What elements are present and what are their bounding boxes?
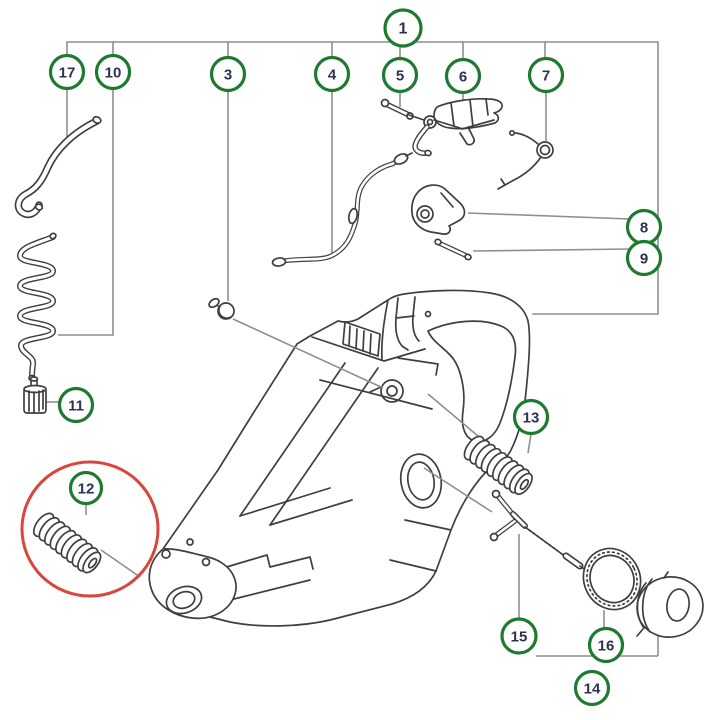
callout-16[interactable]: 16 xyxy=(587,626,625,664)
callout-4-ring xyxy=(313,55,351,93)
callout-7-ring xyxy=(527,56,565,94)
grommet-sketch xyxy=(208,297,235,320)
callout-16-ring xyxy=(587,626,625,664)
callout-14-number: 14 xyxy=(584,681,601,698)
interlock-lever-sketch xyxy=(410,184,466,235)
callout-1-number: 1 xyxy=(399,21,408,38)
fuel-cap-sketch xyxy=(636,571,704,638)
trigger-assembly-sketch xyxy=(412,98,503,157)
callout-1[interactable]: 1 xyxy=(383,8,423,48)
callout-15-number: 15 xyxy=(511,629,528,646)
callout-15-ring xyxy=(500,617,538,655)
callout-6[interactable]: 6 xyxy=(444,57,482,95)
callout-1-ring xyxy=(383,8,423,48)
rod-sketch xyxy=(380,98,425,121)
callout-9-ring xyxy=(625,239,663,277)
callout-7-number: 7 xyxy=(542,68,550,85)
callout-6-number: 6 xyxy=(459,69,467,86)
callout-3-ring xyxy=(209,55,247,93)
fuel-tank-body-sketch xyxy=(148,289,531,627)
spring-12-sketch xyxy=(32,512,102,574)
callout-10-ring xyxy=(94,53,132,91)
callout-13[interactable]: 13 xyxy=(512,398,550,436)
callout-14[interactable]: 14 xyxy=(573,669,611,707)
callout-5[interactable]: 5 xyxy=(381,56,419,94)
callout-8-number: 8 xyxy=(640,220,648,237)
fuel-filter-sketch xyxy=(23,376,47,414)
throttle-cable-sketch xyxy=(271,152,413,267)
callout-12[interactable]: 12 xyxy=(68,470,104,506)
cap-retainer-sketch xyxy=(489,489,588,572)
callout-10-number: 10 xyxy=(105,65,122,82)
curved-hose-sketch xyxy=(14,115,102,219)
callout-12-number: 12 xyxy=(78,481,95,498)
wire-spring-sketch xyxy=(497,129,554,190)
pin-sketch xyxy=(434,238,472,261)
sealing-ring-sketch xyxy=(582,547,642,611)
callout-9-number: 9 xyxy=(640,251,648,268)
callout-17-number: 17 xyxy=(59,65,76,82)
callout-4[interactable]: 4 xyxy=(313,55,351,93)
callout-3-number: 3 xyxy=(224,67,232,84)
callout-17-ring xyxy=(48,53,86,91)
coiled-hose-sketch xyxy=(17,232,57,382)
callout-14-ring xyxy=(573,669,611,707)
callout-16-number: 16 xyxy=(598,638,615,655)
callout-13-ring xyxy=(512,398,550,436)
highlight-ring-part-12 xyxy=(20,460,160,598)
callout-11-ring xyxy=(57,386,95,424)
callout-6-ring xyxy=(444,57,482,95)
callout-11[interactable]: 11 xyxy=(57,386,95,424)
overlay-leaders xyxy=(100,318,532,578)
callout-3[interactable]: 3 xyxy=(209,55,247,93)
callout-15[interactable]: 15 xyxy=(500,617,538,655)
callout-9[interactable]: 9 xyxy=(625,239,663,277)
spring-13-sketch xyxy=(463,435,533,496)
callout-7[interactable]: 7 xyxy=(527,56,565,94)
callout-17[interactable]: 17 xyxy=(48,53,86,91)
callout-8[interactable]: 8 xyxy=(625,208,663,246)
callout-13-number: 13 xyxy=(523,410,540,427)
callout-5-ring xyxy=(381,56,419,94)
callout-5-number: 5 xyxy=(396,68,404,85)
callout-12-ring xyxy=(68,470,104,506)
callout-11-number: 11 xyxy=(68,398,84,415)
callout-4-number: 4 xyxy=(328,67,337,84)
callout-10[interactable]: 10 xyxy=(94,53,132,91)
